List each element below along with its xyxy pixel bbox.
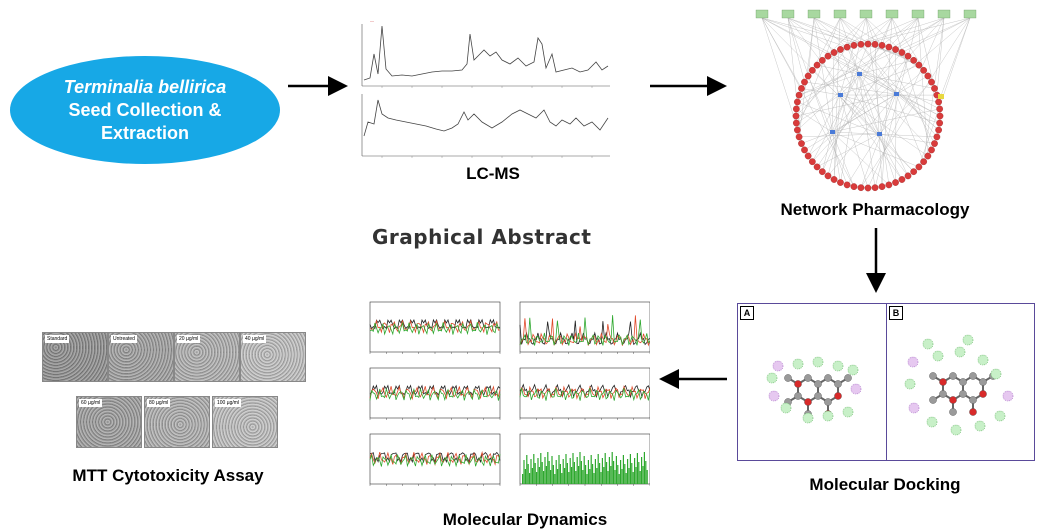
- network-node: [878, 42, 886, 49]
- network-node: [892, 46, 899, 53]
- network-node: [795, 91, 803, 99]
- network-node: [857, 184, 865, 192]
- mtt-well-20: 20 µg/ml: [174, 332, 240, 382]
- network-node: [804, 72, 812, 80]
- network-node: [915, 61, 923, 69]
- network-node: [931, 85, 938, 92]
- network-node: [924, 72, 932, 80]
- network-node: [792, 119, 800, 127]
- network-node: [792, 112, 800, 120]
- mtt-well-100: 100 µg/ml: [212, 396, 278, 448]
- network-node: [864, 184, 872, 192]
- network-node: [928, 78, 935, 86]
- docking-molecules: [766, 334, 1014, 436]
- network-node: [935, 126, 942, 134]
- network-node: [864, 40, 872, 48]
- graphical-abstract-title: Graphical Abstract: [372, 225, 592, 249]
- extraction-line: Extraction: [100, 122, 190, 143]
- network-node: [837, 46, 844, 53]
- network-node: [824, 172, 832, 180]
- network-node: [924, 152, 932, 160]
- network-node: [794, 126, 801, 134]
- network-node: [837, 179, 844, 186]
- network-node: [898, 49, 906, 56]
- dynamics-label: Molecular Dynamics: [442, 510, 608, 529]
- network-node: [850, 42, 858, 49]
- network-node: [898, 176, 906, 183]
- network-node: [885, 43, 893, 51]
- network-node: [933, 133, 941, 141]
- network-node: [843, 181, 851, 189]
- network-node: [910, 168, 918, 176]
- network-node: [801, 146, 808, 154]
- mtt-well-80: 80 µg/ml: [144, 396, 210, 448]
- network-node: [850, 183, 858, 190]
- network-node: [878, 183, 886, 190]
- svg-text:—: —: [370, 18, 374, 23]
- docking-label: Molecular Docking: [809, 475, 961, 494]
- mtt-well-untreated: Untreated: [108, 332, 174, 382]
- network-node: [794, 98, 801, 106]
- network-node: [885, 181, 893, 189]
- lcms-chromatogram: —: [361, 18, 610, 158]
- species-name: Terminalia bellirica: [63, 76, 227, 97]
- seed-collection-ellipse: Terminalia bellirica Seed Collection & E…: [10, 56, 280, 164]
- docking-panel-b-label: B: [889, 306, 903, 320]
- network-node: [931, 140, 938, 147]
- network-node: [808, 66, 816, 74]
- network-node: [792, 105, 800, 113]
- dynamics-figure: [360, 300, 651, 496]
- network-node: [813, 61, 821, 69]
- network-node: [892, 179, 899, 186]
- network-node: [801, 78, 808, 86]
- network-node: [920, 158, 928, 166]
- network-node: [830, 176, 838, 183]
- network-node: [904, 172, 912, 180]
- mtt-label: MTT Cytotoxicity Assay: [72, 466, 264, 485]
- mtt-well-60: 60 µg/ml: [76, 396, 142, 448]
- network-node: [871, 40, 879, 48]
- network-node: [935, 98, 942, 106]
- network-node: [813, 163, 821, 171]
- network-node: [818, 168, 826, 176]
- network-graph: [755, 9, 977, 192]
- network-node: [915, 163, 923, 171]
- network-node: [871, 184, 879, 192]
- docking-panel-a-label: A: [740, 306, 754, 320]
- network-node: [936, 105, 944, 113]
- network-node: [798, 85, 805, 92]
- network-node: [795, 133, 803, 141]
- mtt-well-standard: Standard: [42, 332, 108, 382]
- network-node: [798, 140, 805, 147]
- lcms-label: LC-MS: [466, 164, 520, 183]
- mtt-images: Standard Untreated 20 µg/ml 40 µg/ml 60 …: [40, 330, 306, 450]
- docking-figure: A B: [737, 303, 1035, 461]
- dynamics-plots: [369, 301, 651, 486]
- network-node: [830, 49, 838, 56]
- network-node: [808, 158, 816, 166]
- network-node: [824, 52, 832, 60]
- mtt-well-40: 40 µg/ml: [240, 332, 306, 382]
- network-label: Network Pharmacology: [780, 200, 970, 219]
- network-node: [910, 56, 918, 64]
- network-node: [804, 152, 812, 160]
- network-node: [857, 40, 865, 48]
- network-node: [843, 43, 851, 51]
- network-node: [936, 112, 944, 120]
- network-node: [936, 119, 944, 127]
- network-node: [904, 52, 912, 60]
- network-node: [928, 146, 935, 154]
- network-node: [818, 56, 826, 64]
- network-node: [920, 66, 928, 74]
- seed-collection-line: Seed Collection &: [68, 99, 222, 120]
